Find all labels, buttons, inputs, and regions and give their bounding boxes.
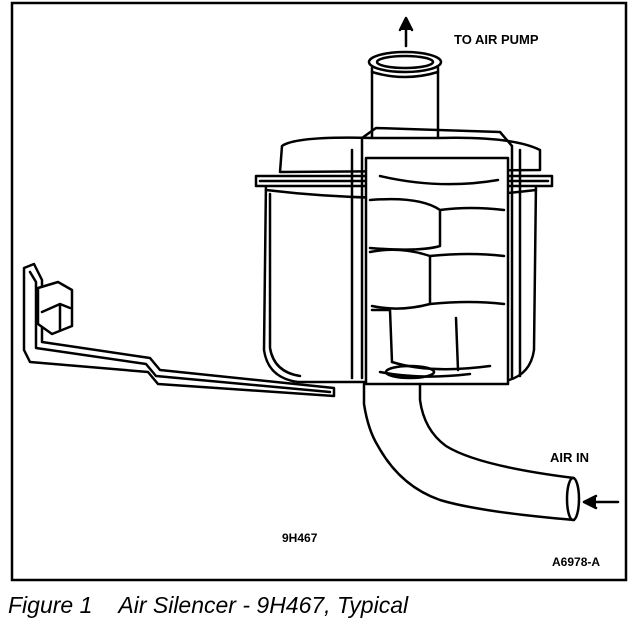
air-silencer-diagram: TO AIR PUMP AIR IN 9H467 A6978-A [10,1,628,582]
figure-number: Figure 1 [8,592,93,618]
filter-element-cutaway [364,156,510,386]
outlet-arrow [398,16,414,48]
retaining-strap [350,126,522,380]
mounting-bracket [22,262,336,398]
figure-frame [10,1,628,582]
label-to-air-pump: TO AIR PUMP [454,32,539,47]
figure-caption: Figure 1 Air Silencer - 9H467, Typical [8,592,408,619]
label-drawing-code: A6978-A [552,555,600,569]
inlet-elbow-pipe [362,382,581,522]
label-part-number: 9H467 [282,531,318,545]
figure-title: Air Silencer - 9H467, Typical [118,592,409,618]
label-air-in: AIR IN [550,450,589,465]
inlet-arrow [582,494,620,510]
